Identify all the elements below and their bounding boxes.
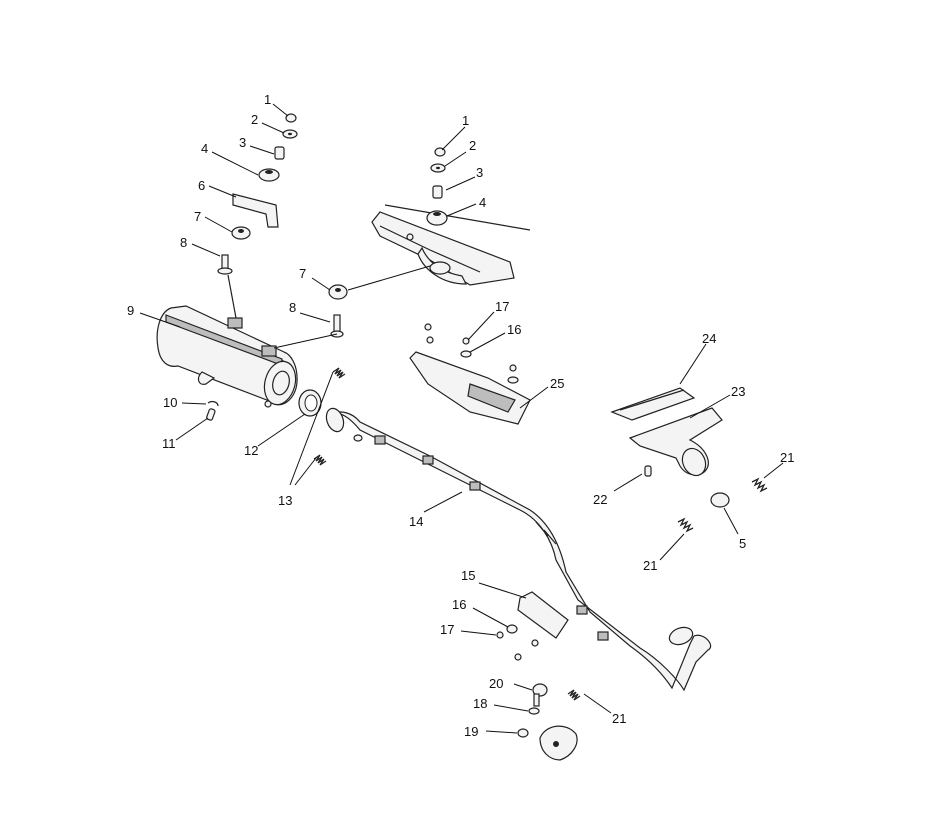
callout-12: 12 — [244, 443, 258, 458]
callout-15: 15 — [461, 568, 475, 583]
springs-21 — [677, 477, 768, 533]
callout-1-left: 1 — [264, 92, 271, 107]
callout-2-left: 2 — [251, 112, 258, 127]
callout-16-upper: 16 — [507, 322, 521, 337]
callout-4-left: 4 — [201, 141, 208, 156]
callout-18: 18 — [473, 696, 487, 711]
mid-mount-hardware — [328, 284, 348, 338]
callout-1-right: 1 — [462, 113, 469, 128]
head-pipe — [325, 407, 712, 692]
callout-3-left: 3 — [239, 135, 246, 150]
springs-13 — [313, 367, 346, 466]
callout-16-lower: 16 — [452, 597, 466, 612]
callout-2-right: 2 — [469, 138, 476, 153]
callout-13: 13 — [278, 493, 292, 508]
callout-19: 19 — [464, 724, 478, 739]
muffler-small-parts — [206, 400, 219, 421]
callout-3-right: 3 — [476, 165, 483, 180]
heat-shield-lower — [496, 591, 569, 661]
callout-21-right: 21 — [780, 450, 794, 465]
left-mount-hardware — [217, 113, 298, 319]
callout-9: 9 — [127, 303, 134, 318]
lower-bracket-parts — [517, 683, 581, 761]
callout-4-right: 4 — [479, 195, 486, 210]
callout-labels: 1 2 3 4 6 7 8 9 10 11 12 13 14 1 2 3 4 7… — [127, 92, 794, 739]
callout-7-mid: 7 — [299, 266, 306, 281]
gasket-ring — [298, 389, 322, 417]
callout-8-left: 8 — [180, 235, 187, 250]
callout-20: 20 — [489, 676, 503, 691]
callout-25: 25 — [550, 376, 564, 391]
callout-22: 22 — [593, 492, 607, 507]
exhaust-port — [610, 387, 730, 508]
callout-17-lower: 17 — [440, 622, 454, 637]
right-mount-hardware — [426, 147, 448, 226]
leader-lines — [139, 103, 784, 734]
callout-7-left: 7 — [194, 209, 201, 224]
frame-section — [371, 204, 531, 286]
callout-5: 5 — [739, 536, 746, 551]
callout-10: 10 — [163, 395, 177, 410]
callout-23: 23 — [731, 384, 745, 399]
callout-17-upper: 17 — [495, 299, 509, 314]
callout-14: 14 — [409, 514, 423, 529]
callout-8-mid: 8 — [289, 300, 296, 315]
callout-21-mid: 21 — [643, 558, 657, 573]
callout-6: 6 — [198, 178, 205, 193]
heat-shield-upper — [409, 323, 531, 425]
callout-24: 24 — [702, 331, 716, 346]
callout-21-lower: 21 — [612, 711, 626, 726]
muffler — [156, 305, 298, 408]
callout-11: 11 — [162, 436, 176, 451]
